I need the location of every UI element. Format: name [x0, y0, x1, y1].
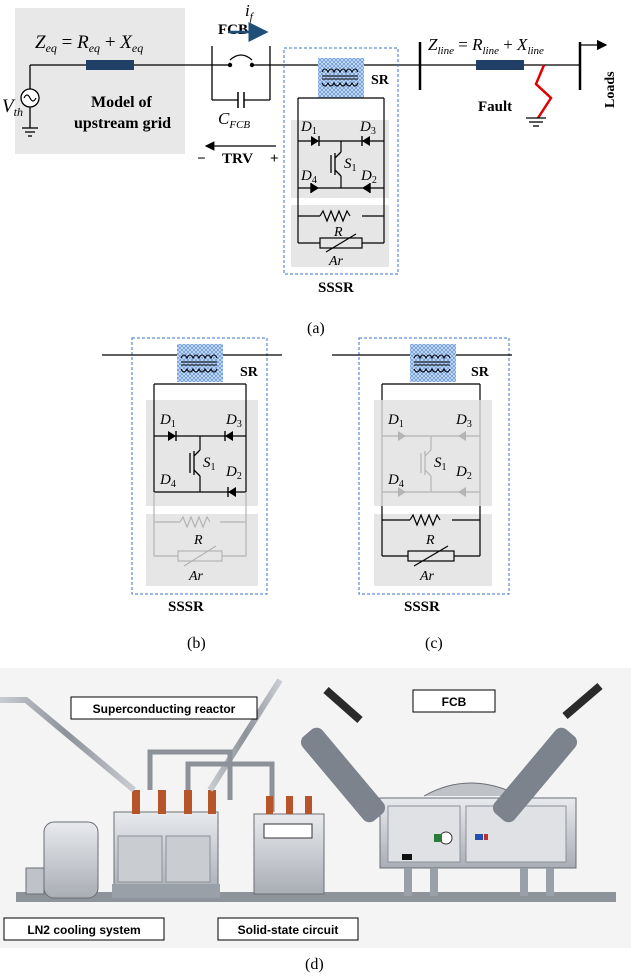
d4-label: D4	[300, 168, 317, 186]
sr-reactor-icon	[318, 58, 364, 98]
sr-label-b: SR	[240, 365, 259, 380]
diode-d1-icon	[311, 136, 319, 146]
d2-label: D2	[360, 168, 377, 186]
svg-text:S1: S1	[434, 455, 447, 473]
solid-state-label: Solid-state circuit	[238, 923, 339, 937]
model-label-1: Model of	[91, 94, 153, 111]
diode-d3-icon	[362, 136, 370, 146]
svg-text:D4: D4	[159, 472, 176, 490]
sr-label-c: SR	[471, 365, 490, 380]
panel-a: Zeq = Req + Xeq Vth Model of upstream gr…	[2, 1, 618, 337]
sssr-box	[283, 47, 399, 275]
svg-text:D4: D4	[387, 472, 404, 490]
breaker-icon	[229, 54, 253, 61]
zeq-equation: Zeq = Req + Xeq	[35, 32, 143, 55]
diode-d2-icon	[362, 183, 370, 193]
base-rail	[16, 892, 616, 902]
ln2-label: LN2 cooling system	[27, 923, 140, 937]
sssr-label-b: SSSR	[168, 599, 204, 615]
fcb-label-d: FCB	[442, 695, 467, 709]
caption-c: (c)	[425, 635, 443, 652]
ln2-tank	[43, 821, 99, 899]
cfcb-label: CFCB	[218, 109, 250, 131]
sr-reactor-c-icon	[410, 344, 456, 382]
ar-label-b: Ar	[188, 569, 204, 584]
r-label: R	[333, 225, 343, 240]
trv-minus: −	[197, 151, 206, 167]
zeq-impedance	[86, 60, 134, 70]
sssr-box-c	[358, 337, 510, 595]
svg-text:D3: D3	[455, 412, 472, 430]
igbt-s1-icon	[330, 151, 342, 177]
caption-d: (d)	[305, 956, 324, 973]
svg-text:D3: D3	[225, 412, 242, 430]
loads-label: Loads	[603, 71, 618, 108]
r-label-c: R	[425, 533, 435, 548]
sssr-label-c: SSSR	[404, 599, 440, 615]
svg-text:D2: D2	[455, 464, 472, 482]
trv-plus: +	[270, 151, 279, 167]
zline-equation: Zline = Rline + Xline	[428, 35, 544, 57]
panel-c: SR D1 D3 D4 D2 S1 R Ar SSSR (c)	[332, 337, 512, 652]
ar-label: Ar	[328, 254, 344, 269]
sr-label: SR	[371, 73, 390, 88]
upstream-grid-box	[15, 8, 185, 154]
s1-label: S1	[344, 156, 357, 174]
sc-reactor-label: Superconducting reactor	[93, 702, 236, 716]
r-label-b: R	[193, 533, 203, 548]
model-label-2: upstream grid	[74, 115, 171, 132]
svg-text:D1: D1	[159, 412, 176, 430]
panel-d: Superconducting reactor FCB LN2 cooling …	[0, 668, 631, 973]
ln2-box	[3, 917, 165, 941]
vth-label: Vth	[2, 96, 23, 119]
fcb-label: FCB	[218, 22, 248, 38]
sr-reactor-b-icon	[177, 344, 223, 382]
if-label: if	[245, 1, 255, 23]
ar-label-c: Ar	[419, 569, 435, 584]
trv-label: TRV	[222, 151, 253, 167]
fcb-insulator-right	[492, 727, 578, 823]
caption-b: (b)	[187, 635, 206, 652]
diode-d4-icon	[311, 183, 319, 193]
fault-bolt-icon	[534, 64, 553, 119]
fcb-box	[412, 689, 496, 713]
fcb-insulator-left	[300, 727, 386, 823]
zline-impedance	[476, 60, 524, 70]
solid-state-box	[217, 917, 359, 941]
svg-text:D2: D2	[225, 464, 242, 482]
fault-label: Fault	[478, 99, 512, 115]
panel-b: SR D1 D3 D4 D2 S1 R Ar SSSR	[102, 337, 282, 652]
sssr-box-b	[131, 337, 268, 595]
sssr-label: SSSR	[318, 280, 354, 296]
svg-text:S1: S1	[203, 455, 216, 473]
caption-a: (a)	[307, 320, 325, 337]
sc-reactor-box	[70, 696, 258, 720]
d1-label: D1	[300, 119, 317, 137]
d3-label: D3	[359, 119, 376, 137]
svg-text:D1: D1	[387, 412, 404, 430]
